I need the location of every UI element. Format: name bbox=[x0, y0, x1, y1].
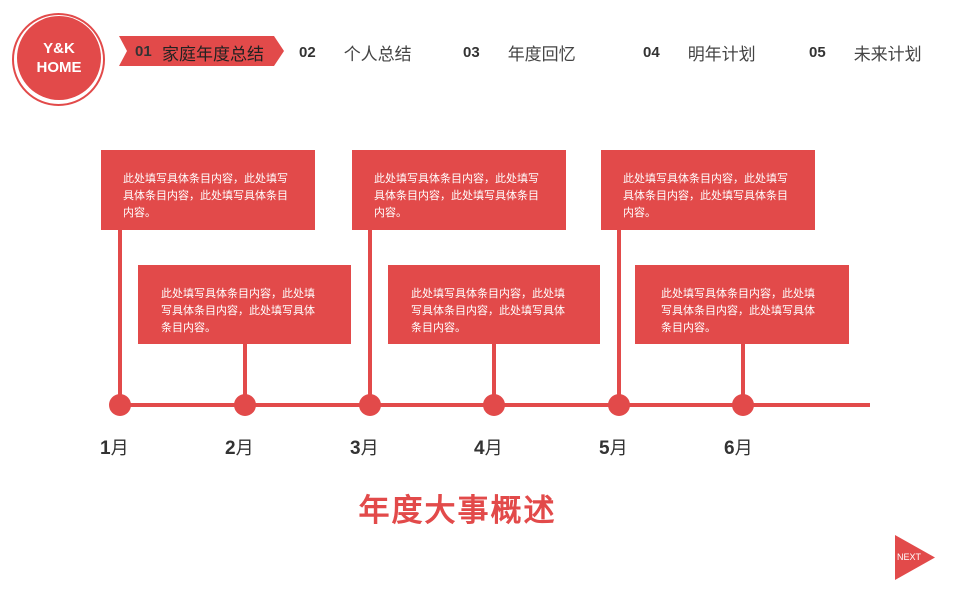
nav-number: 01 bbox=[135, 43, 152, 60]
nav-label: 未来计划 bbox=[853, 44, 922, 65]
logo-ring bbox=[12, 13, 105, 106]
logo-line1: Y&K bbox=[43, 40, 75, 57]
timeline-dot-2 bbox=[234, 394, 256, 416]
event-card-text: 此处填写具体条目内容，此处填写具体条目内容，此处填写具体条目内容。 bbox=[123, 172, 288, 219]
nav-item-04[interactable]: 04 明年计划 bbox=[643, 40, 756, 65]
nav-label: 个人总结 bbox=[343, 44, 412, 65]
event-card-5: 此处填写具体条目内容，此处填写具体条目内容，此处填写具体条目内容。 bbox=[601, 150, 815, 230]
timeline-dot-6 bbox=[732, 394, 754, 416]
page-title: 年度大事概述 bbox=[358, 493, 557, 529]
logo-line2: HOME bbox=[36, 59, 82, 76]
nav-label: 明年计划 bbox=[687, 44, 756, 65]
timeline-dot-4 bbox=[483, 394, 505, 416]
nav-label: 年度回忆 bbox=[507, 44, 576, 65]
timeline-dot-3 bbox=[359, 394, 381, 416]
nav-number: 02 bbox=[299, 43, 316, 61]
play-arrow-icon bbox=[895, 535, 935, 580]
event-card-4: 此处填写具体条目内容，此处填写具体条目内容，此处填写具体条目内容。 bbox=[388, 265, 600, 344]
nav-number: 04 bbox=[643, 43, 660, 61]
month-label-5: 5月 bbox=[599, 438, 628, 459]
month-label-6: 6月 bbox=[724, 438, 753, 459]
nav-item-03[interactable]: 03 年度回忆 bbox=[463, 40, 576, 65]
logo[interactable]: Y&K HOME bbox=[17, 16, 101, 100]
nav-number: 03 bbox=[463, 43, 480, 61]
event-card-text: 此处填写具体条目内容，此处填写具体条目内容，此处填写具体条目内容。 bbox=[161, 287, 315, 334]
event-card-text: 此处填写具体条目内容，此处填写具体条目内容，此处填写具体条目内容。 bbox=[411, 287, 565, 334]
nav-item-05[interactable]: 05 未来计划 bbox=[809, 40, 922, 65]
timeline-dot-5 bbox=[608, 394, 630, 416]
month-label-1: 1月 bbox=[100, 438, 129, 459]
event-card-2: 此处填写具体条目内容，此处填写具体条目内容，此处填写具体条目内容。 bbox=[138, 265, 351, 344]
event-card-3: 此处填写具体条目内容，此处填写具体条目内容，此处填写具体条目内容。 bbox=[352, 150, 566, 230]
active-tab-arrow-shape bbox=[119, 36, 284, 66]
nav-item-01[interactable]: 01 家庭年度总结 bbox=[119, 36, 284, 66]
month-label-2: 2月 bbox=[225, 438, 254, 459]
event-card-text: 此处填写具体条目内容，此处填写具体条目内容，此处填写具体条目内容。 bbox=[623, 172, 788, 219]
nav-item-02[interactable]: 02 个人总结 bbox=[299, 40, 412, 65]
timeline-dot-1 bbox=[109, 394, 131, 416]
nav-number: 05 bbox=[809, 43, 826, 61]
event-card-1: 此处填写具体条目内容，此处填写具体条目内容，此处填写具体条目内容。 bbox=[101, 150, 315, 230]
event-card-text: 此处填写具体条目内容，此处填写具体条目内容，此处填写具体条目内容。 bbox=[374, 172, 539, 219]
nav-label: 家庭年度总结 bbox=[162, 45, 264, 65]
month-label-3: 3月 bbox=[350, 438, 379, 459]
next-label: NEXT bbox=[897, 552, 922, 562]
event-card-text: 此处填写具体条目内容，此处填写具体条目内容，此处填写具体条目内容。 bbox=[661, 287, 815, 334]
next-button[interactable]: NEXT bbox=[895, 535, 935, 580]
event-card-6: 此处填写具体条目内容，此处填写具体条目内容，此处填写具体条目内容。 bbox=[635, 265, 849, 344]
month-label-4: 4月 bbox=[474, 438, 503, 459]
